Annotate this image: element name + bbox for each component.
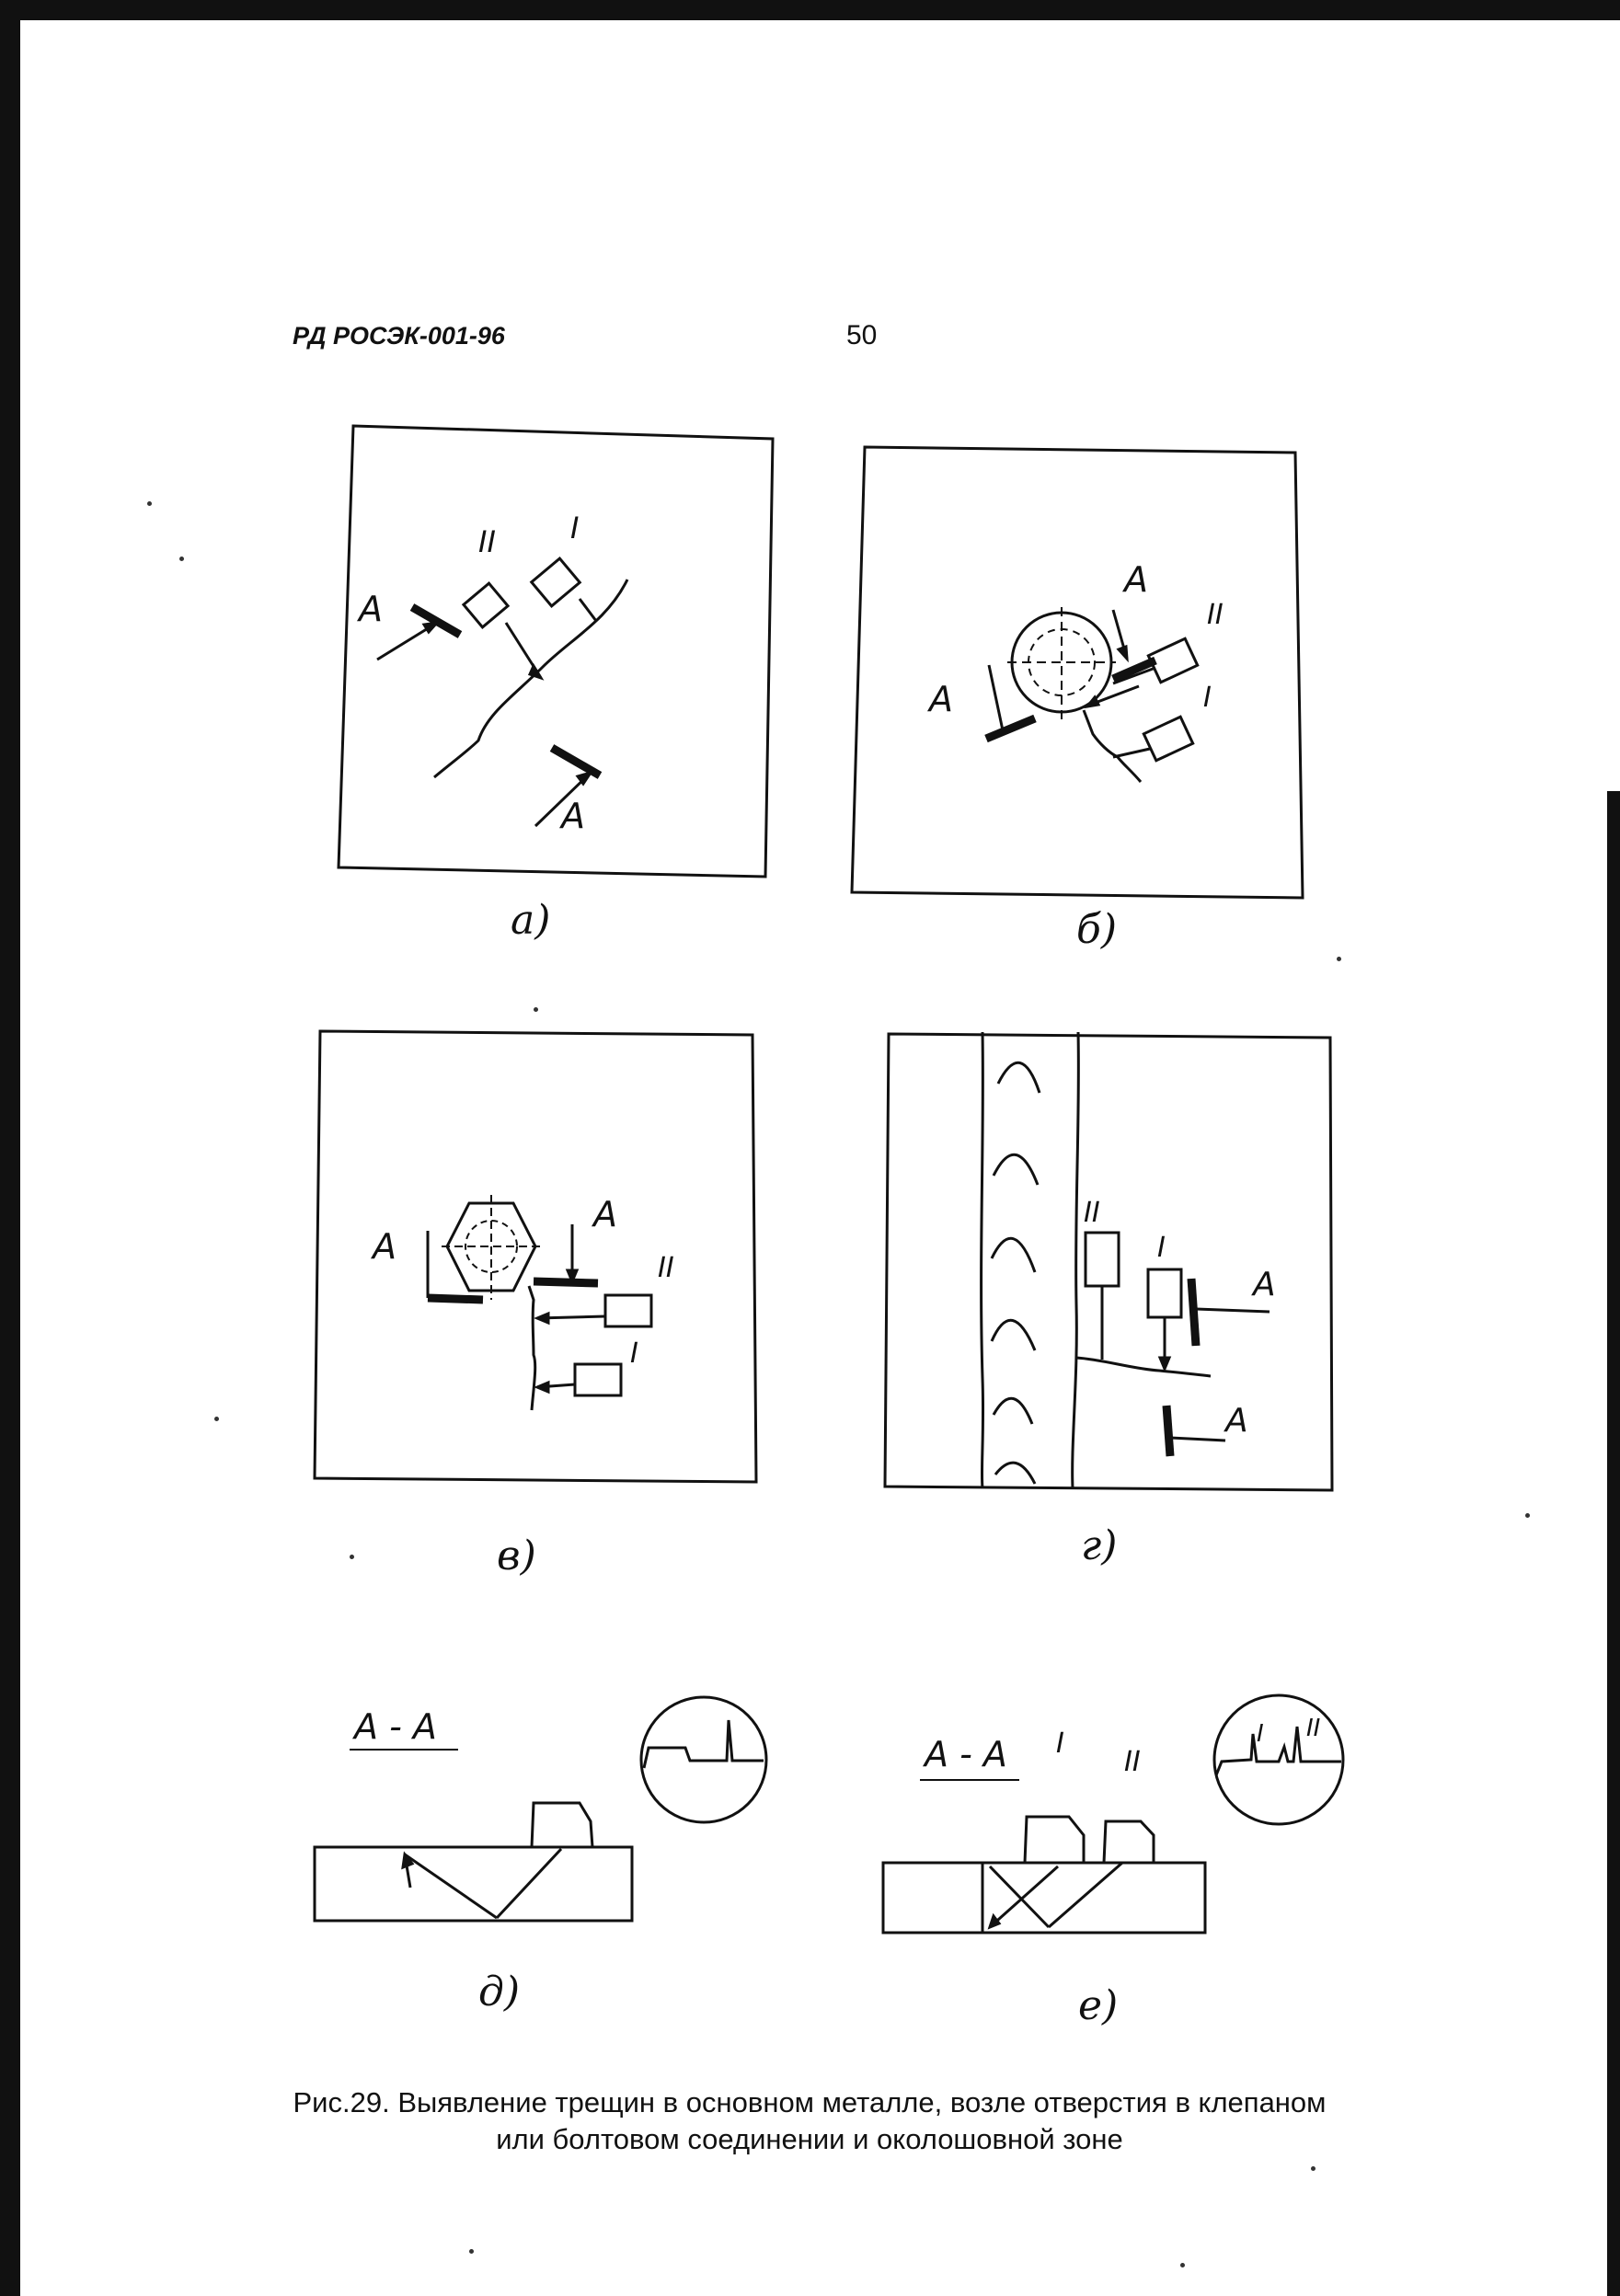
scan-border-right — [1607, 791, 1620, 2296]
scan-speck — [534, 1007, 538, 1012]
document-code: РД РОСЭК-001-96 — [293, 322, 505, 350]
page-number: 50 — [846, 320, 878, 350]
v-section-left: А — [370, 1226, 396, 1267]
scan-speck — [214, 1417, 219, 1421]
scan-border-left — [0, 0, 20, 2296]
figure-g-label: г) — [1081, 1522, 1118, 1569]
b-section-top: А — [1121, 559, 1148, 600]
figure-b-drawing: А А II I — [850, 445, 1304, 900]
figure-d: А - А — [304, 1683, 791, 1923]
g-probe-1: I — [1157, 1232, 1166, 1264]
figure-e-drawing: А - А I II I II — [881, 1693, 1345, 1934]
e-section-title: А - А — [922, 1734, 1007, 1774]
a-section-bottom: А — [558, 796, 585, 836]
g-section-upper: А — [1251, 1266, 1276, 1303]
v-section-right: А — [591, 1194, 617, 1234]
g-section-lower: А — [1224, 1402, 1248, 1440]
scan-border-top — [0, 0, 1620, 20]
v-probe-2: II — [658, 1252, 674, 1284]
figure-caption: Рис.29. Выявление трещин в основном мета… — [184, 2084, 1435, 2158]
figure-v-drawing: А А II I — [313, 1029, 758, 1484]
figure-d-label: д) — [478, 1969, 521, 2015]
figure-a-label: а) — [511, 897, 551, 944]
figure-g: II I А А — [883, 1028, 1334, 1493]
caption-line-1: Рис.29. Выявление трещин в основном мета… — [293, 2086, 1327, 2118]
g-probe-2: II — [1084, 1197, 1100, 1229]
scan-speck — [147, 501, 152, 506]
v-probe-1: I — [630, 1337, 638, 1370]
figure-b: А А II I — [846, 440, 1306, 904]
figure-e: А - А I II I II — [874, 1679, 1361, 1936]
scan-speck — [350, 1555, 354, 1559]
figure-v: А А II I — [313, 1024, 764, 1488]
scan-speck — [179, 557, 184, 561]
figure-e-label: е) — [1078, 1982, 1119, 2029]
a-section-top: А — [356, 589, 383, 629]
e-echo-1: I — [1257, 1720, 1264, 1748]
e-probe-1: I — [1056, 1728, 1064, 1760]
scan-speck — [1337, 957, 1341, 961]
scan-speck — [1311, 2166, 1316, 2171]
e-probe-2: II — [1124, 1746, 1141, 1778]
figure-d-drawing: А - А — [313, 1695, 768, 1923]
d-section-title: А - А — [351, 1706, 437, 1747]
figure-g-drawing: II I А А — [883, 1031, 1334, 1492]
caption-line-2: или болтовом соединении и околошовной зо… — [496, 2123, 1123, 2155]
figure-b-label: б) — [1076, 906, 1118, 953]
b-probe-1: I — [1203, 682, 1212, 714]
b-section-left: А — [926, 679, 953, 719]
a-probe-2: II — [478, 524, 496, 559]
e-echo-2: II — [1306, 1715, 1320, 1742]
scan-speck — [1525, 1513, 1530, 1518]
figure-v-label: в) — [497, 1533, 536, 1579]
figure-a-drawing: А А II I — [337, 424, 775, 878]
figure-a: А А II I — [331, 419, 782, 888]
a-probe-1: I — [570, 511, 579, 545]
b-probe-2: II — [1207, 599, 1224, 631]
scan-speck — [469, 2249, 474, 2254]
scan-speck — [1180, 2263, 1185, 2267]
